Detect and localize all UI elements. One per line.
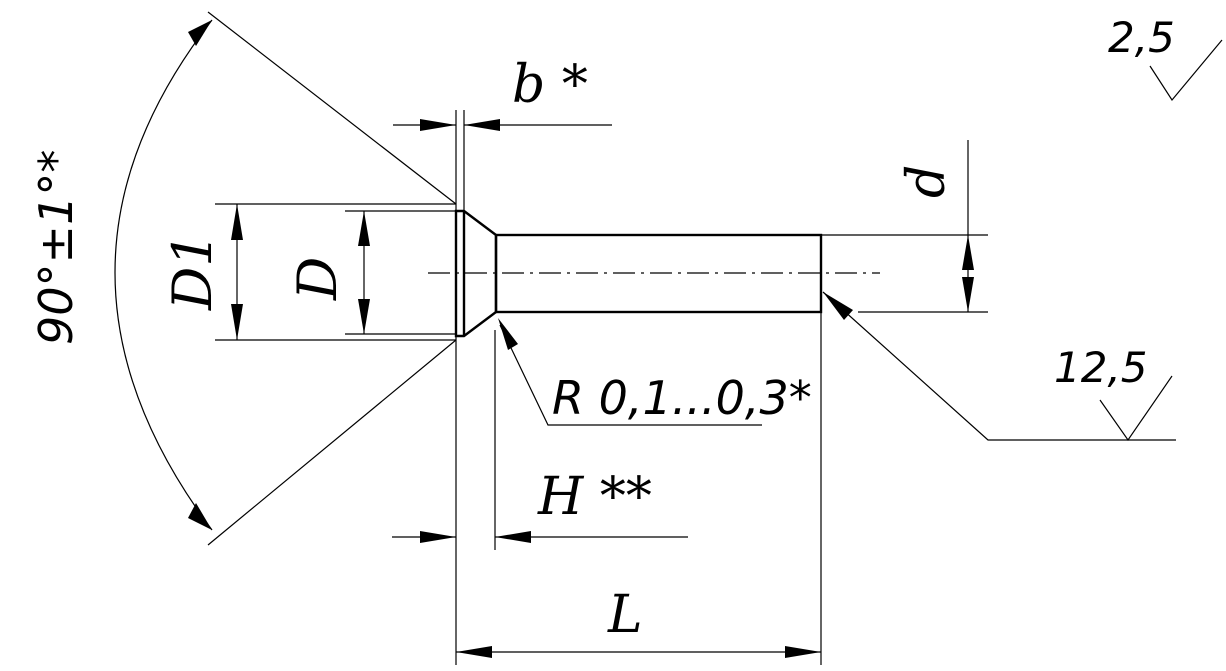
roughness-end-label: 12,5 bbox=[1054, 343, 1148, 392]
angle-label: 90°±1°* bbox=[29, 150, 83, 345]
radius-leader bbox=[498, 318, 762, 426]
b-label: b * bbox=[512, 55, 588, 115]
b-dimension bbox=[393, 119, 612, 131]
radius-label: R 0,1...0,3* bbox=[552, 371, 812, 425]
h-label: H ** bbox=[537, 467, 652, 527]
d-dimension bbox=[358, 211, 370, 334]
roughness-symbol-general bbox=[1149, 39, 1223, 102]
angle-dimension bbox=[114, 19, 213, 531]
extension-lines bbox=[207, 11, 988, 665]
roughness-general-label: 2,5 bbox=[1108, 13, 1175, 62]
d-head-label: D bbox=[286, 257, 349, 301]
roughness-leader bbox=[822, 291, 1176, 441]
roughness-symbol-end bbox=[1099, 375, 1173, 442]
shank-d-dimension bbox=[962, 140, 974, 312]
d1-dimension bbox=[231, 204, 243, 340]
h-dimension bbox=[392, 531, 688, 543]
l-label: L bbox=[607, 585, 643, 645]
d1-label: D1 bbox=[161, 232, 224, 311]
l-dimension bbox=[456, 646, 821, 658]
d-label: d bbox=[897, 165, 957, 198]
